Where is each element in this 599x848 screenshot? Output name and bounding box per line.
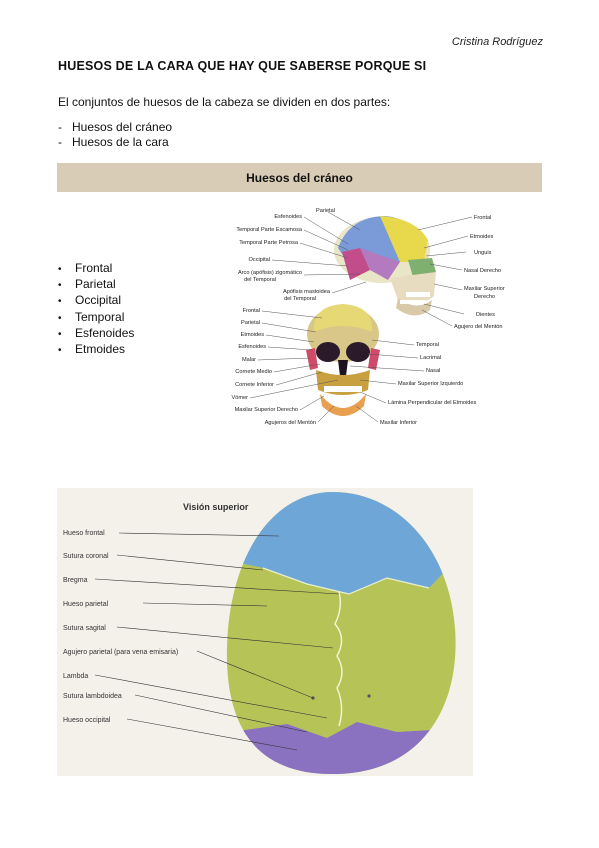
label-frontal-front: Frontal xyxy=(243,308,260,314)
author-name: Cristina Rodríguez xyxy=(451,36,543,48)
label-maxilar-superior-izquierdo: Maxilar Superior Izquierdo xyxy=(398,381,463,387)
label-hueso-parietal: Hueso parietal xyxy=(63,601,109,608)
label-sutura-sagital: Sutura sagital xyxy=(63,625,106,632)
label-nasal: Nasal xyxy=(426,368,440,374)
label-lacrimal: Lacrimal xyxy=(420,355,441,361)
label-agujero-parietal: Agujero parietal (para vena emisaria) xyxy=(63,649,178,656)
list-item: Huesos del cráneo xyxy=(58,120,172,135)
label-temporal-petrosa: Temporal Parte Petrosa xyxy=(239,240,299,246)
label-unguis: Unguis xyxy=(474,250,492,256)
label-temporal-front: Temporal xyxy=(416,342,439,348)
label-lamina-perpendicular: Lámina Perpendicular del Etmoides xyxy=(388,400,477,406)
label-maxilar-inferior: Maxilar Inferior xyxy=(380,420,417,426)
page-title: HUESOS DE LA CARA QUE HAY QUE SABERSE PO… xyxy=(58,59,427,73)
label-apofisis-mastoidea: Apófisis mastoidea xyxy=(283,289,331,295)
figure2-heading: Visión superior xyxy=(183,502,249,512)
label-temporal-escamosa: Temporal Parte Escamosa xyxy=(236,227,302,233)
label-dientes: Dientes xyxy=(476,312,495,318)
label-arco-zigomatico: Arco (apófisis) zigomático xyxy=(238,270,302,276)
label-parietal: Parietal xyxy=(316,208,335,214)
label-apofisis-mastoidea-2: del Temporal xyxy=(284,296,316,302)
list-item: Esfenoides xyxy=(58,326,134,342)
list-item: Occipital xyxy=(58,293,134,309)
label-hueso-occipital: Hueso occipital xyxy=(63,717,111,724)
label-arco-zigomatico-2: del Temporal xyxy=(244,277,276,283)
label-nasal-derecho: Nasal Derecho xyxy=(464,268,501,274)
label-occipital: Occipital xyxy=(249,257,270,263)
lateral-skull-illustration xyxy=(334,216,436,316)
label-parietal-front: Parietal xyxy=(241,320,260,326)
label-hueso-frontal: Hueso frontal xyxy=(63,530,105,537)
list-item: Etmoides xyxy=(58,342,134,358)
list-item: Frontal xyxy=(58,261,134,277)
label-esfenoides: Esfenoides xyxy=(274,214,302,220)
label-frontal: Frontal xyxy=(474,215,491,221)
label-etmoides: Etmoides xyxy=(470,234,494,240)
label-cornete-inferior: Cornete Inferior xyxy=(235,382,274,388)
label-maxilar-superior-derecho: Maxilar Superior Derecho xyxy=(235,407,298,413)
frontal-skull-illustration xyxy=(306,304,380,416)
label-sutura-lambdoidea: Sutura lambdoidea xyxy=(63,693,122,700)
label-malar: Malar xyxy=(242,357,256,363)
label-bregma: Bregma xyxy=(63,577,88,584)
label-agujero-menton: Agujero del Mentón xyxy=(454,324,503,330)
label-lambda: Lambda xyxy=(63,673,88,680)
label-vomer: Vómer xyxy=(232,395,249,401)
list-item: Huesos de la cara xyxy=(58,135,172,150)
section-header: Huesos del cráneo xyxy=(57,163,542,192)
skull-diagram: Parietal Esfenoides Temporal Parte Escam… xyxy=(232,208,505,426)
list-item: Temporal xyxy=(58,310,134,326)
label-maxilar-superior: Maxilar Superior xyxy=(464,286,505,292)
cranium-bones-list: Frontal Parietal Occipital Temporal Esfe… xyxy=(58,261,134,358)
label-maxilar-superior-2: Derecho xyxy=(474,294,495,300)
label-agujeros-menton: Agujeros del Mentón xyxy=(265,420,316,426)
label-etmoides-front: Etmoides xyxy=(241,332,265,338)
parts-list: Huesos del cráneo Huesos de la cara xyxy=(58,120,172,150)
label-cornete-medio: Cornete Medio xyxy=(235,369,272,375)
label-sutura-coronal: Sutura coronal xyxy=(63,553,109,560)
superior-view-diagram: Visión superior Hueso frontal Sutura cor… xyxy=(57,488,473,776)
list-item: Parietal xyxy=(58,277,134,293)
intro-text: El conjuntos de huesos de la cabeza se d… xyxy=(58,95,391,109)
label-esfenoides-front: Esfenoides xyxy=(238,344,266,350)
